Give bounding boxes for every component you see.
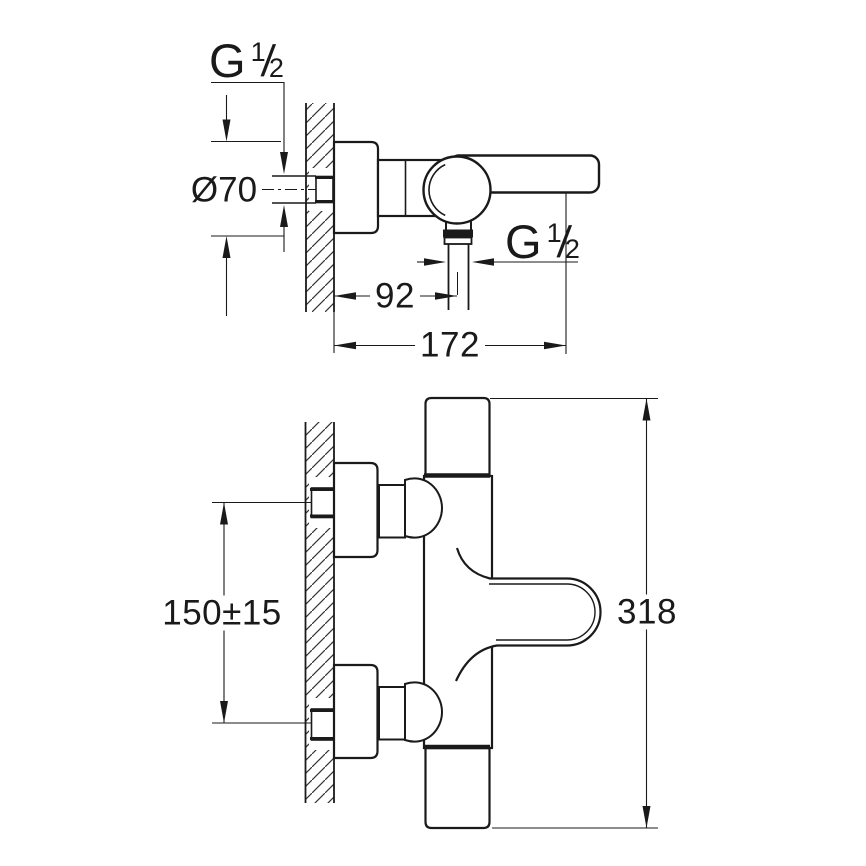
arrowhead [220, 502, 228, 525]
union-nut-top-facets [310, 488, 334, 518]
arrowhead [280, 152, 288, 174]
neck-top [378, 484, 406, 539]
union-nut-top [310, 487, 335, 519]
thread-size-g: G [505, 215, 542, 268]
outlet-ring [443, 229, 473, 238]
arrowhead [642, 398, 651, 421]
union-nut-bottom [310, 708, 335, 741]
wall-flange-top [332, 461, 379, 559]
arrowhead [544, 341, 566, 350]
dim-label-outlet-offset: 92 [370, 278, 420, 314]
handle-loop-inner-line [489, 583, 596, 641]
s-union-bottom [404, 681, 444, 743]
outlet-collar [443, 236, 473, 245]
arrowhead [222, 119, 231, 142]
arrowhead [334, 292, 356, 300]
arrowhead [334, 341, 356, 350]
arrowhead [435, 292, 457, 300]
neck-bottom [378, 686, 406, 741]
supply-stub [272, 175, 316, 204]
union-nut-bottom-facets [310, 709, 334, 740]
outlet-pipe [447, 244, 470, 310]
arrowhead [220, 701, 228, 723]
knob-bottom [424, 746, 491, 830]
union-nut [315, 175, 334, 204]
knob-top [424, 396, 491, 477]
thread-size-g: G [209, 34, 246, 87]
arrowhead [642, 806, 651, 828]
wall-flange [332, 140, 380, 235]
dia70-extension-lines [211, 140, 284, 237]
dim-label-overall-height: 318 [612, 594, 682, 630]
handle-loop-fill [456, 548, 601, 681]
wall-flange-bottom [332, 663, 379, 760]
top-view [211, 81, 601, 354]
dim-label-inlet-spacing: 150±15 [157, 595, 287, 631]
wall-thread-leader [211, 81, 285, 152]
handle-loop-outline [454, 547, 602, 682]
arrowhead [222, 236, 231, 258]
dim-label-total-projection: 172 [415, 327, 485, 363]
bottom-view [212, 396, 658, 830]
outlet-neck [445, 221, 472, 230]
s-union-top [404, 477, 444, 539]
arrowhead [424, 258, 446, 266]
cartridge-inner-arc [428, 163, 446, 217]
cartridge-body [422, 155, 492, 225]
union-nut-facets [315, 176, 334, 203]
dim-label-flange-diameter: Ø70 [190, 170, 258, 210]
arrowhead [472, 258, 494, 266]
arrowhead [280, 205, 288, 227]
